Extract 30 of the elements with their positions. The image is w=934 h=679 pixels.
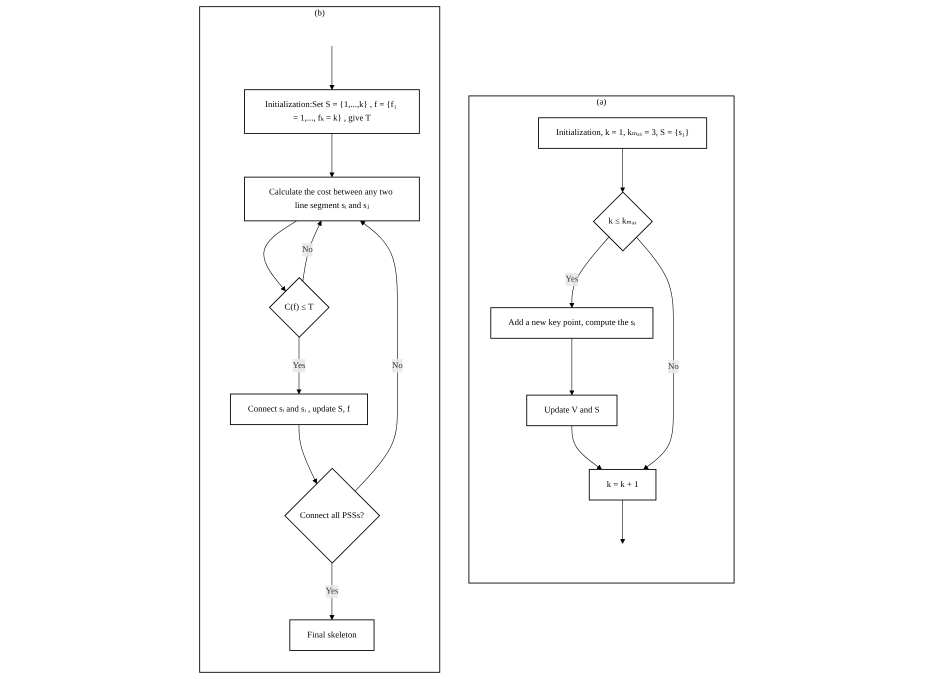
- node-box: Initialization:Set S = {1,...,k} , f = {f₁ = 1,..., fₖ = k} , give T: [244, 89, 420, 134]
- arrow: [636, 236, 674, 470]
- arrow: [569, 338, 575, 396]
- arrow: [330, 46, 335, 90]
- edge-label: Yes: [326, 586, 338, 596]
- node-box: Initialization, k = 1, kₘₐₓ = 3, S = {s₁}: [538, 117, 708, 149]
- node-diamond: Connect all PSSs?: [284, 468, 380, 564]
- node-box: Update V and S: [526, 394, 618, 426]
- node-box: Calculate the cost between any two line segment sᵢ and sⱼ: [244, 176, 420, 222]
- edge-label: Yes: [292, 360, 306, 370]
- node-box: k = k + 1: [588, 469, 657, 500]
- arrow: [298, 424, 318, 484]
- arrow: [620, 500, 626, 544]
- arrow: [302, 220, 322, 282]
- arrow: [330, 133, 335, 178]
- node-diamond: C(f) ≤ T: [269, 277, 330, 338]
- edge-label: No: [302, 244, 313, 254]
- node-box: Add a new key point, compute the sᵢ: [490, 307, 654, 339]
- arrow: [569, 236, 610, 308]
- arrow: [354, 220, 398, 492]
- arrow: [572, 425, 602, 470]
- edge-label: Yes: [566, 274, 578, 284]
- arrow: [264, 220, 298, 292]
- node-diamond: k ≤ kₘₐₓ: [593, 191, 654, 252]
- node-box: Connect sᵢ and sᵢ , update S, f: [230, 394, 368, 426]
- edge-label: No: [392, 360, 403, 370]
- edge-label: No: [668, 362, 679, 372]
- node-box: Final skeleton: [290, 619, 375, 651]
- arrow: [620, 148, 626, 192]
- arrow: [296, 336, 302, 394]
